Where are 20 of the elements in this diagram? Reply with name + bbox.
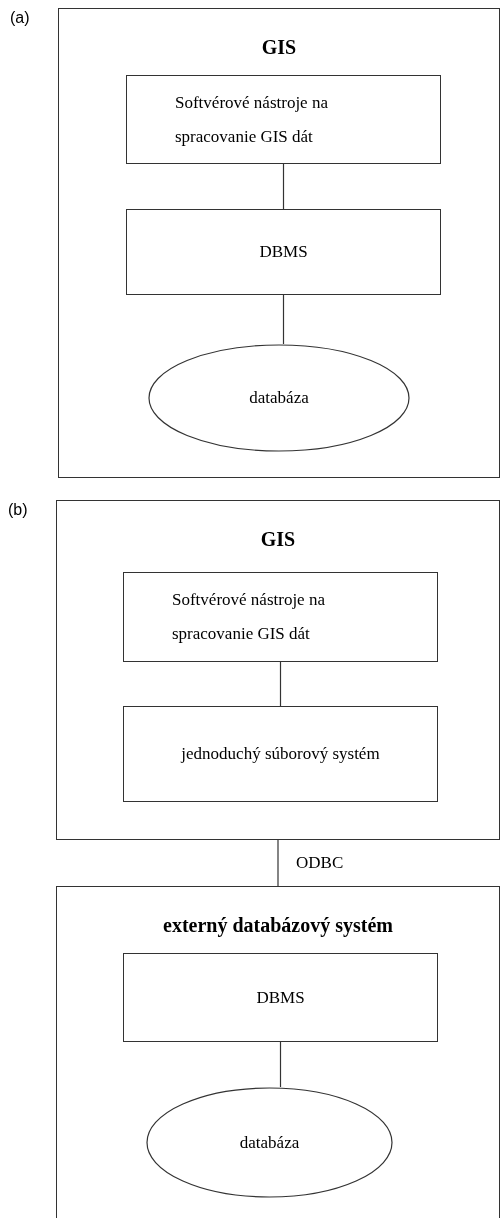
- connector-line: [279, 661, 282, 707]
- frame-title: GIS: [259, 527, 297, 552]
- system-frame: [56, 500, 500, 840]
- system-frame: [58, 8, 500, 478]
- process-box: Softvérové nástroje na spracovanie GIS dát: [126, 75, 441, 164]
- process-box: DBMS: [123, 953, 438, 1042]
- process-box: DBMS: [126, 209, 441, 295]
- connector-line: [282, 163, 285, 210]
- connector-line: [282, 294, 285, 345]
- frame-title: GIS: [260, 35, 298, 60]
- database-ellipse: databáza: [146, 1087, 393, 1198]
- process-box: Softvérové nástroje na spracovanie GIS dát: [123, 572, 438, 662]
- process-box: jednoduchý súborový systém: [123, 706, 438, 802]
- frame-title: externý databázový systém: [162, 913, 394, 938]
- connector-line: [279, 1041, 282, 1088]
- connector-line: [277, 839, 279, 887]
- system-frame: [56, 886, 500, 1218]
- database-ellipse: databáza: [148, 344, 410, 452]
- panel-label: (a): [10, 8, 30, 28]
- panel-label: (b): [8, 500, 28, 520]
